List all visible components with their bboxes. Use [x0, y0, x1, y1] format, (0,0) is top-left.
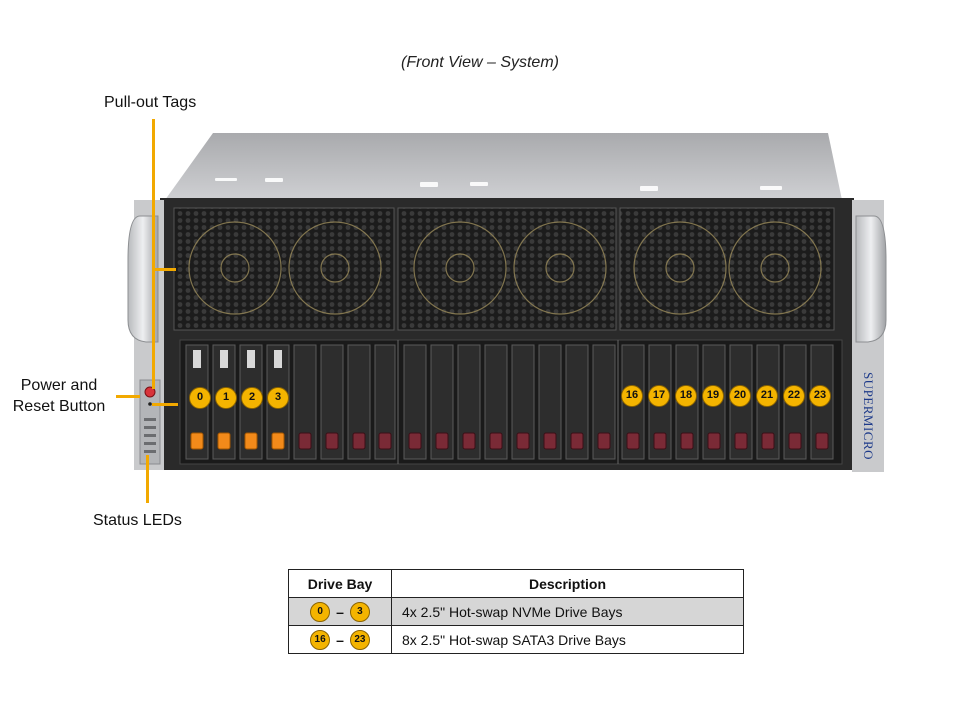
drive-bay-badge: 2: [241, 387, 263, 409]
diagram-title: (Front View – System): [401, 54, 559, 71]
pull-out-tags-label: Pull-out Tags: [104, 94, 197, 111]
range-start-badge: 16: [310, 629, 331, 650]
power-reset-label-line2: Reset Button: [12, 398, 106, 415]
range-end-badge: 3: [349, 601, 370, 622]
drive-bay-legend-table: Drive Bay Description 0–3 4x 2.5" Hot-sw…: [288, 569, 744, 654]
drive-bay-badge: 21: [756, 385, 778, 407]
drive-bay-badge: 19: [702, 385, 724, 407]
pull-out-tags-leader-lower: [152, 403, 178, 406]
supermicro-logo: SUPERMICRO: [861, 371, 876, 461]
range-start-badge: 0: [310, 601, 331, 622]
legend-header-row: Drive Bay Description: [288, 569, 744, 598]
range-dash: –: [336, 631, 344, 648]
drive-bay-badge: 20: [729, 385, 751, 407]
drive-bay-badge: 22: [783, 385, 805, 407]
range-dash: –: [336, 603, 344, 620]
legend-range: 0–3: [288, 597, 392, 626]
legend-description: 4x 2.5" Hot-swap NVMe Drive Bays: [391, 597, 744, 626]
drive-bay-badge: 0: [189, 387, 211, 409]
drive-bay-badge: 3: [267, 387, 289, 409]
drive-bay-badge: 17: [648, 385, 670, 407]
drive-bay-badge: 18: [675, 385, 697, 407]
drive-bay-badge: 23: [809, 385, 831, 407]
legend-header-description: Description: [391, 569, 744, 598]
drive-bay-badge: 16: [621, 385, 643, 407]
legend-description: 8x 2.5" Hot-swap SATA3 Drive Bays: [391, 625, 744, 654]
pull-out-tags-leader-vertical: [152, 119, 155, 389]
pull-out-tags-leader-upper: [152, 268, 176, 271]
left-handle: [127, 215, 159, 343]
drive-bay-badge: 1: [215, 387, 237, 409]
power-reset-label-line1: Power and: [20, 377, 98, 394]
range-end-badge: 23: [349, 629, 370, 650]
fan-modules: [173, 207, 835, 331]
chassis-top: [165, 133, 842, 200]
legend-row-nvme: 0–3 4x 2.5" Hot-swap NVMe Drive Bays: [288, 597, 744, 626]
legend-range: 16–23: [288, 625, 392, 654]
power-reset-leader: [116, 395, 140, 398]
right-handle: [855, 215, 887, 343]
status-leds-leader: [146, 455, 149, 503]
control-panel: [139, 379, 161, 465]
power-reset-label: Power and Reset Button: [4, 375, 114, 417]
legend-header-drive-bay: Drive Bay: [288, 569, 392, 598]
legend-row-sata: 16–23 8x 2.5" Hot-swap SATA3 Drive Bays: [288, 625, 744, 654]
status-leds-label: Status LEDs: [93, 512, 182, 529]
